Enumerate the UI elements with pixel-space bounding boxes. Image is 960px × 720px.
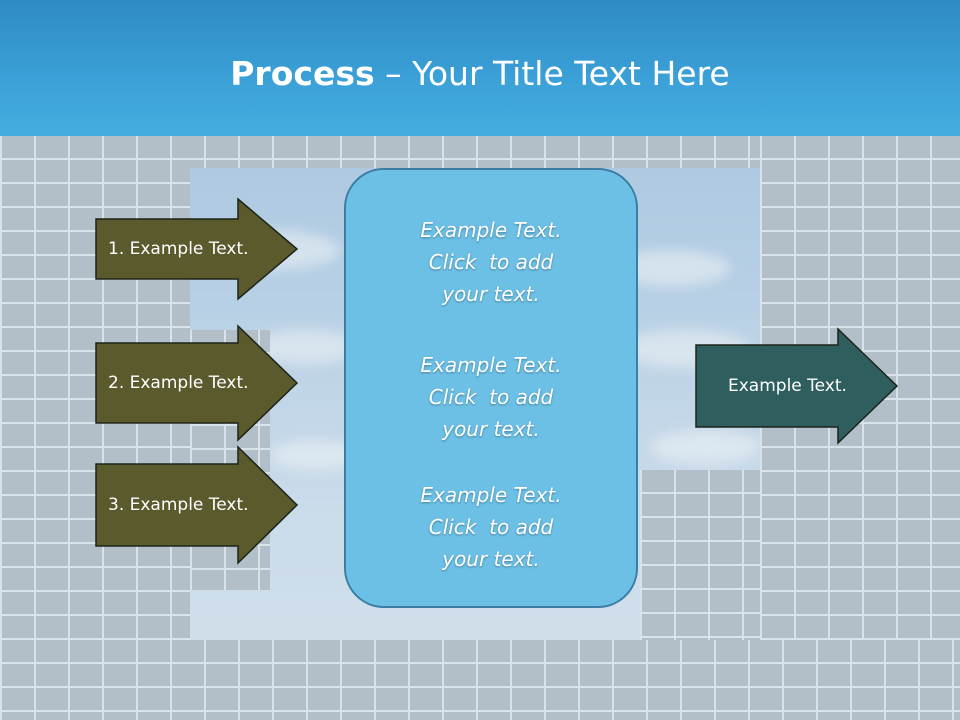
- text-line: your text.: [442, 547, 540, 571]
- title-bold-text: Process: [230, 54, 375, 93]
- step-arrow-label: 1. Example Text.: [108, 239, 249, 259]
- title-rest-text: – Your Title Text Here: [374, 54, 730, 93]
- text-line: Example Text.: [420, 353, 562, 377]
- step-arrow-3[interactable]: 3. Example Text.: [95, 445, 299, 565]
- title-banner: Process – Your Title Text Here: [0, 0, 960, 136]
- arrow-shape: [695, 327, 899, 445]
- slide-title[interactable]: Process – Your Title Text Here: [0, 52, 960, 96]
- step-arrow-2[interactable]: 2. Example Text.: [95, 324, 299, 442]
- brick-wall: [760, 136, 960, 720]
- text-block-1[interactable]: Example Text. Click to add your text.: [346, 214, 636, 310]
- text-line: Example Text.: [420, 483, 562, 507]
- text-line: your text.: [442, 417, 540, 441]
- step-arrow-label: 3. Example Text.: [108, 495, 249, 515]
- text-line: Click to add: [428, 385, 554, 409]
- text-block-2[interactable]: Example Text. Click to add your text.: [346, 349, 636, 445]
- result-arrow-label: Example Text.: [728, 376, 847, 396]
- text-line: Click to add: [428, 515, 554, 539]
- text-line: Click to add: [428, 250, 554, 274]
- brick-wall: [0, 640, 960, 720]
- text-line: your text.: [442, 282, 540, 306]
- result-arrow[interactable]: Example Text.: [695, 327, 899, 445]
- arrow-shape: [95, 324, 299, 442]
- text-block-3[interactable]: Example Text. Click to add your text.: [346, 479, 636, 575]
- step-arrow-label: 2. Example Text.: [108, 373, 249, 393]
- arrow-shape: [95, 197, 299, 301]
- center-text-box[interactable]: Example Text. Click to add your text. Ex…: [344, 168, 638, 608]
- step-arrow-1[interactable]: 1. Example Text.: [95, 197, 299, 301]
- text-line: Example Text.: [420, 218, 562, 242]
- arrow-shape: [95, 445, 299, 565]
